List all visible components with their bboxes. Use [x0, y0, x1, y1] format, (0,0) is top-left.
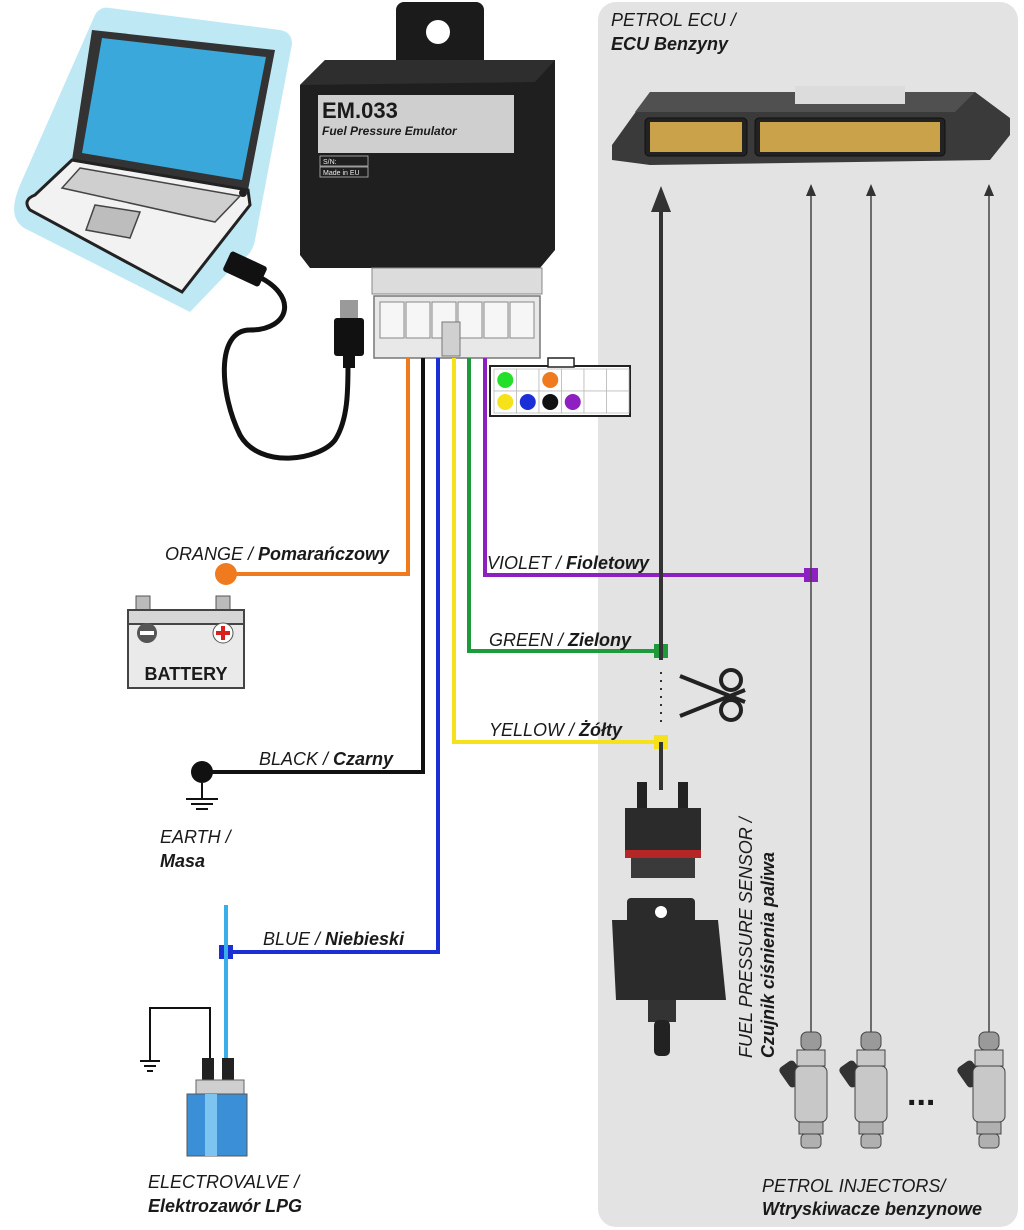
injector-icon	[839, 1031, 888, 1149]
injector-part	[854, 1065, 888, 1123]
scissors-icon	[679, 668, 746, 722]
injector-part	[798, 1121, 824, 1135]
yellow-wire	[452, 358, 661, 744]
usb-plug-tip	[340, 300, 358, 322]
emulator-model: EM.033	[322, 98, 398, 123]
injector-part	[978, 1031, 1000, 1051]
laptop-icon	[14, 7, 292, 313]
injector-part	[800, 1031, 822, 1051]
injector-part	[800, 1133, 822, 1149]
injector-part	[860, 1133, 882, 1149]
injector-icon	[779, 1031, 828, 1149]
green-wire-label: GREEN / Zielony	[489, 630, 632, 650]
petrol-ecu	[612, 86, 1010, 165]
violet-wire	[483, 358, 811, 577]
blue-wire-label: BLUE / Niebieski	[263, 929, 405, 949]
arrow-to-ecu-icon	[651, 186, 671, 212]
battery-label: BATTERY	[145, 664, 228, 684]
connector-pin-cell	[606, 390, 630, 414]
injector-part	[794, 1065, 828, 1123]
injector-part	[856, 1049, 886, 1067]
black-wire	[202, 358, 425, 774]
injector-part	[860, 1031, 882, 1051]
electrovalve-label: ELECTROVALVE /	[148, 1172, 301, 1192]
emulator-sn-label: S/N:	[323, 159, 337, 166]
pin-green	[497, 372, 514, 388]
ecu-label: PETROL ECU /	[611, 10, 738, 30]
sensor-label-group: FUEL PRESSURE SENSOR / Czujnik ciśnienia…	[736, 815, 778, 1058]
usb-cable	[221, 272, 351, 461]
pin-orange	[542, 372, 559, 388]
sensor-label: FUEL PRESSURE SENSOR /	[736, 815, 756, 1058]
injectors-label: PETROL INJECTORS/	[762, 1176, 947, 1196]
arrow-up-icon	[866, 184, 876, 196]
battery-icon	[127, 595, 245, 689]
emulator-made-in: Made in EU	[323, 170, 360, 177]
electrovalve-label-pl: Elektrozawór LPG	[148, 1196, 302, 1216]
orange-wire-label: ORANGE / Pomarańczowy	[165, 544, 390, 564]
pin-yellow	[497, 394, 514, 410]
black-wire-label: BLACK / Czarny	[259, 749, 394, 769]
connector-pin-cell	[561, 368, 585, 392]
injectors-label-pl: Wtryskiwacze benzynowe	[762, 1199, 982, 1219]
pin-black	[542, 394, 559, 410]
ground-icon	[186, 783, 218, 810]
electrovalve-icon	[186, 1058, 248, 1157]
violet-wire-label: VIOLET / Fioletowy	[487, 553, 650, 573]
earth-label-pl: Masa	[160, 851, 205, 871]
injector-icon	[957, 1031, 1006, 1149]
emulator-subtitle: Fuel Pressure Emulator	[322, 124, 458, 138]
orange-wire	[226, 358, 410, 576]
connector-pin-cell	[606, 368, 630, 392]
connector-pin-cell	[583, 368, 607, 392]
earth-terminal	[191, 761, 213, 783]
arrow-up-icon	[984, 184, 994, 196]
connector-pin-cell	[516, 368, 540, 392]
ground-icon	[140, 1060, 160, 1072]
ecu-label-pl: ECU Benzyny	[611, 34, 729, 54]
orange-wire-terminal	[215, 563, 237, 585]
injector-part	[974, 1049, 1004, 1067]
usb-plug-emulator	[334, 318, 364, 356]
earth-label: EARTH /	[160, 827, 233, 847]
injector-lines	[806, 184, 994, 1038]
pin-blue	[519, 394, 536, 410]
arrow-up-icon	[806, 184, 816, 196]
valve-ground-wire	[149, 1007, 211, 1062]
injector-part	[796, 1049, 826, 1067]
injectors-ellipsis: ...	[907, 1075, 935, 1113]
connector-pinout	[489, 357, 631, 417]
yellow-wire-label: YELLOW / Żółty	[489, 720, 623, 740]
sensor-label-pl: Czujnik ciśnienia paliwa	[758, 852, 778, 1058]
injector-part	[976, 1121, 1002, 1135]
injector-part	[978, 1133, 1000, 1149]
blue-wire	[226, 358, 440, 954]
pin-violet	[564, 394, 581, 410]
connector-pin-cell	[583, 390, 607, 414]
green-wire	[467, 358, 661, 653]
injector-part	[858, 1121, 884, 1135]
injector-part	[972, 1065, 1006, 1123]
usb-plug-laptop	[223, 251, 267, 287]
emulator-unit	[300, 2, 555, 359]
fuel-pressure-sensor	[612, 782, 726, 1056]
